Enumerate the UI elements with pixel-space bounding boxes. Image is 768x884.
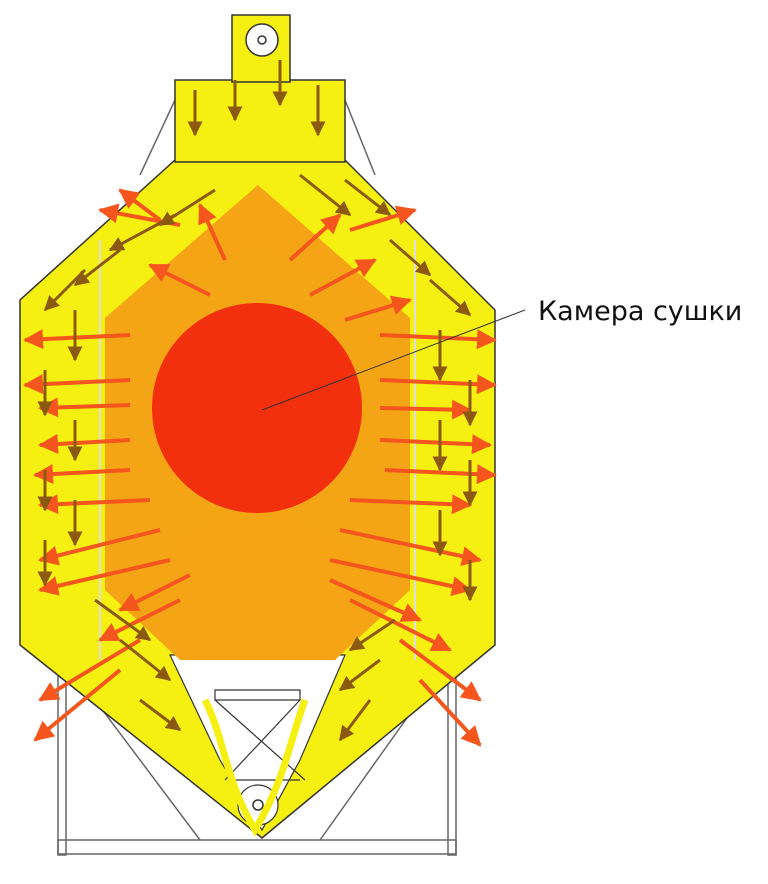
hot-air-arrow [288,213,342,262]
hot-air-arrow [379,434,492,455]
hot-air-arrow [379,399,472,420]
hot-air-arrow [309,258,377,297]
annotation-leader-line [261,309,526,411]
pulley-icon [245,23,279,57]
hot-air-arrow [38,494,151,515]
hot-air-arrow [23,374,131,395]
grain-flow-arrow [108,213,176,252]
hot-air-arrow [38,528,161,566]
grain-flow-arrow [299,173,352,217]
grain-flow-arrow [338,699,372,742]
hot-air-arrow [118,573,191,612]
hot-air-arrow [38,638,142,702]
grain-flow-arrow [43,268,87,312]
hot-air-arrow [379,329,497,350]
hot-air-arrow [148,263,211,297]
hot-air-arrow [344,295,412,322]
drying-chamber-label: Камера сушки [538,296,743,327]
grain-flow-arrow [139,698,182,732]
hot-air-arrow [38,397,131,418]
hot-air-arrow [329,558,472,597]
hot-air-arrow [398,638,482,702]
hot-air-arrow [349,205,417,232]
grain-flow-arrow [119,638,172,682]
grain-flow-arrow [94,598,152,642]
hot-air-arrow [349,598,452,652]
burner [152,303,362,513]
hot-air-arrow [384,464,497,485]
hot-air-arrow [349,494,472,515]
hot-air-arrow [339,528,482,567]
grain-flow-arrow [348,618,396,652]
hot-air-arrow [23,329,131,350]
grain-flow-arrow [344,178,392,217]
hot-air-arrow [379,374,497,395]
grain-flow-arrow [389,238,432,277]
grain-flow-arrow [338,658,381,692]
hot-air-arrow [118,188,162,222]
hot-air-arrow [38,434,131,454]
hot-air-arrow [198,203,227,261]
hot-air-arrow [33,464,131,485]
hot-air-arrow [33,668,122,742]
hot-air-arrow [329,578,422,622]
hot-air-arrow [418,678,482,747]
hot-air-arrow [38,558,171,596]
grain-flow-arrow [73,248,121,287]
column-walls [99,240,416,660]
hot-air-arrow [98,598,181,642]
grain-flow-arrow [429,278,472,317]
